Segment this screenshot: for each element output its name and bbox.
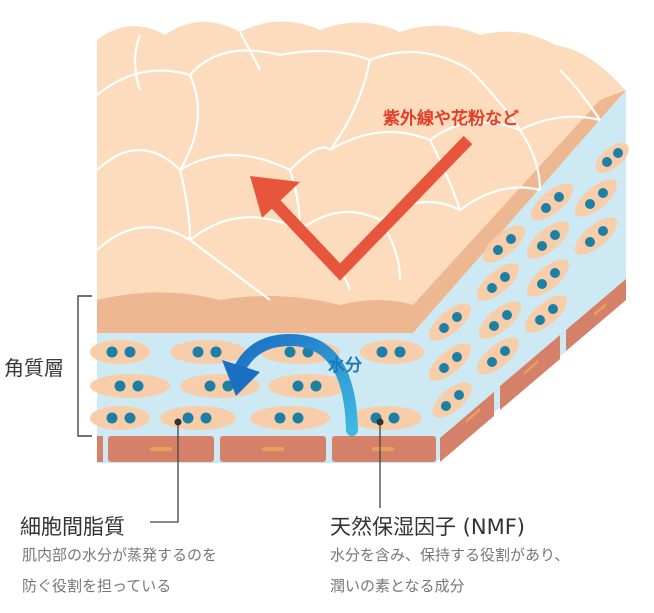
side-nuclei xyxy=(439,148,623,411)
nmf-dot xyxy=(376,418,384,426)
side-cells xyxy=(428,143,629,418)
uv-pollen-label: 紫外線や花粉など xyxy=(383,109,519,129)
lipid-dot xyxy=(174,418,182,426)
nmf-desc-line1: 水分を含み、保持する役割があり、 xyxy=(330,546,570,564)
callout-lines xyxy=(150,422,381,523)
nmf-title: 天然保湿因子 (NMF) xyxy=(330,515,525,539)
surface-cell-lines xyxy=(96,31,601,301)
lipid-desc-line2: 防ぐ役割を担っている xyxy=(22,577,172,595)
side-face xyxy=(413,90,626,462)
stratum-bracket xyxy=(77,295,92,437)
water-label: 水分 xyxy=(328,356,362,376)
skin-surface-edge xyxy=(97,292,413,333)
stratum-corneum-label: 角質層 xyxy=(4,356,64,380)
basal-layer xyxy=(97,436,436,462)
skin-surface-side-edge xyxy=(413,90,626,333)
front-cells xyxy=(90,340,424,430)
basal-layer-side xyxy=(440,279,626,462)
uv-arrow xyxy=(250,135,473,281)
front-nuclei xyxy=(106,346,406,424)
nmf-desc-line2: 潤いの素となる成分 xyxy=(330,577,465,595)
lipid-desc-line1: 肌内部の水分が蒸発するのを xyxy=(22,546,218,564)
skin-surface xyxy=(97,21,625,333)
water-arrow xyxy=(222,333,358,436)
lipid-title: 細胞間脂質 xyxy=(20,515,125,539)
